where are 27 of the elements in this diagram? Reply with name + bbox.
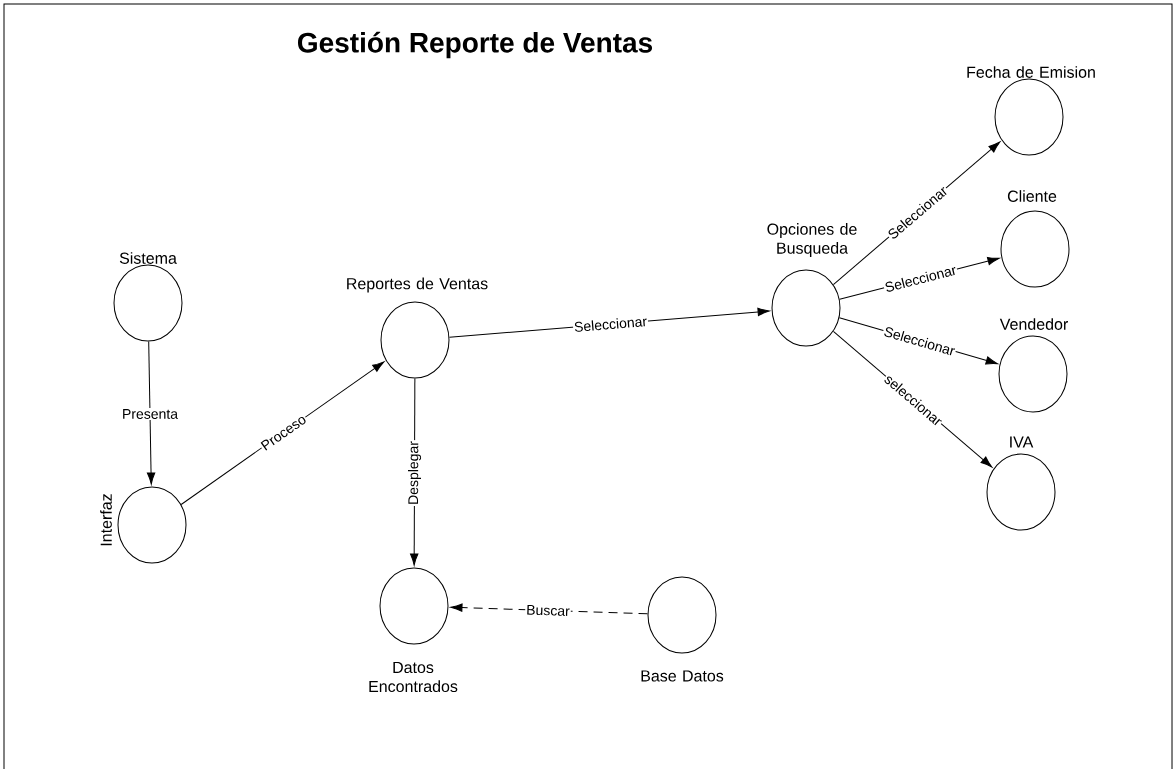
node-label: Fecha de Emision	[967, 66, 1095, 78]
edge-label: Presenta	[121, 408, 179, 420]
edge-label: Seleccionar	[572, 314, 649, 334]
title: Gestión Reporte de Ventas	[298, 31, 653, 59]
circle-node: Interfaz	[100, 486, 187, 564]
node-label: IVA	[1010, 436, 1034, 448]
node-label: Interfaz	[100, 494, 112, 546]
node-label: Cliente	[1007, 190, 1057, 202]
edge-label: Desplegar	[406, 440, 423, 506]
circle-node: Fecha de Emision	[967, 66, 1095, 156]
circle-node: Vendedor	[998, 318, 1068, 413]
node-label: Reportes de Ventas	[347, 277, 488, 293]
node-label: Sistema	[119, 252, 177, 264]
circle-node: Reportes de Ventas	[347, 277, 488, 379]
circle-node: Sistema	[113, 252, 183, 342]
circle-node: Base Datos	[641, 576, 724, 682]
node-label: Opciones de Busqueda	[767, 223, 857, 257]
circle-node: Opciones de Busqueda	[767, 223, 857, 347]
node-label: Datos Encontrados	[369, 661, 458, 693]
circle-node: IVA	[986, 436, 1056, 531]
arrow	[450, 603, 648, 615]
circle-node: Datos Encontrados	[369, 567, 458, 693]
edge-label: Buscar	[525, 603, 571, 618]
node-label: Vendedor	[999, 318, 1068, 330]
arrow	[146, 341, 156, 485]
circle-node: Cliente	[1000, 190, 1070, 288]
node-label: Base Datos	[641, 670, 724, 682]
